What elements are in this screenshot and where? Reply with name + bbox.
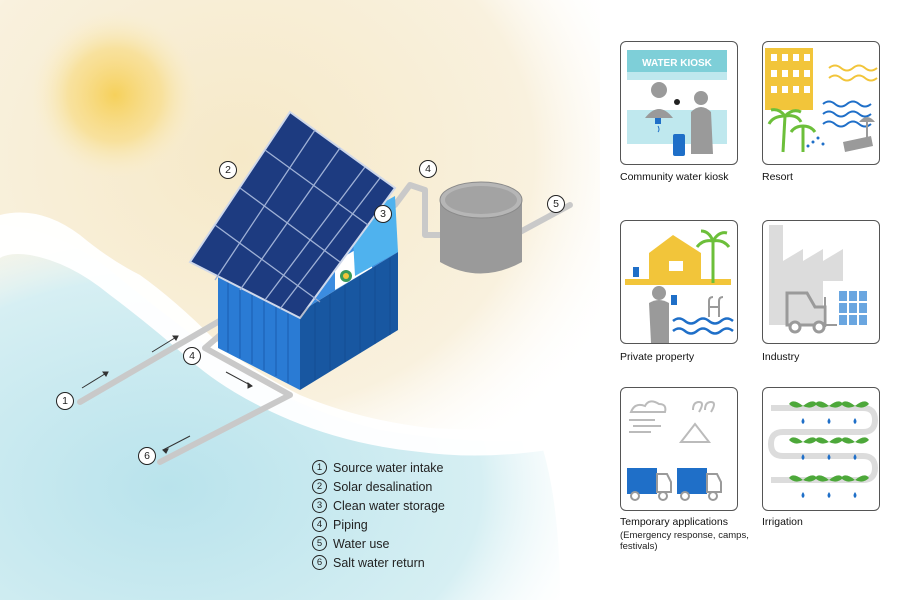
caption-temporary-applications: Temporary applications	[620, 516, 728, 528]
legend-item: 1 Source water intake	[312, 458, 445, 477]
flow-arrows	[81, 335, 253, 454]
caption-private-property: Private property	[620, 351, 695, 363]
legend-number: 4	[312, 517, 327, 532]
kiosk-sign-text: WATER KIOSK	[642, 58, 713, 69]
legend-number: 6	[312, 555, 327, 570]
tile-irrigation	[762, 387, 880, 511]
callout-water-use: 5	[547, 195, 565, 213]
tile-industry	[762, 220, 880, 344]
industry-icon	[769, 225, 867, 334]
caption-industry: Industry	[762, 351, 800, 363]
legend-item: 5 Water use	[312, 534, 445, 553]
legend-item: 4 Piping	[312, 515, 445, 534]
tile-community-water-kiosk: WATER KIOSK	[620, 41, 738, 165]
private-property-icon	[625, 229, 734, 343]
legend-label: Clean water storage	[333, 498, 445, 513]
callout-clean-water-storage: 3	[374, 205, 392, 223]
solar-panel	[188, 110, 397, 320]
caption-community-water-kiosk: Community water kiosk	[620, 171, 729, 183]
tile-resort	[762, 41, 880, 165]
caption-resort: Resort	[762, 171, 793, 183]
legend-number: 2	[312, 479, 327, 494]
legend-label: Solar desalination	[333, 479, 433, 494]
caption-irrigation: Irrigation	[762, 516, 803, 528]
temporary-applications-icon	[627, 400, 722, 501]
callout-solar-desalination: 2	[219, 161, 237, 179]
storage-tank	[439, 181, 523, 274]
water-kiosk-icon: WATER KIOSK	[627, 50, 727, 156]
irrigation-icon	[767, 401, 879, 498]
resort-icon	[765, 48, 878, 153]
caption-temporary-applications-sub: (Emergency response, camps, festivals)	[620, 530, 749, 552]
scene-shading	[300, 252, 398, 390]
legend-number: 1	[312, 460, 327, 475]
legend-label: Salt water return	[333, 555, 425, 570]
legend-item: 3 Clean water storage	[312, 496, 445, 515]
legend-label: Source water intake	[333, 460, 444, 475]
legend-item: 2 Solar desalination	[312, 477, 445, 496]
legend: 1 Source water intake 2 Solar desalinati…	[312, 458, 445, 572]
callout-piping-upper: 4	[419, 160, 437, 178]
legend-label: Piping	[333, 517, 368, 532]
tile-private-property	[620, 220, 738, 344]
tile-temporary-applications	[620, 387, 738, 511]
legend-item: 6 Salt water return	[312, 553, 445, 572]
callout-source-intake: 1	[56, 392, 74, 410]
legend-number: 3	[312, 498, 327, 513]
legend-number: 5	[312, 536, 327, 551]
callout-salt-water-return: 6	[138, 447, 156, 465]
legend-label: Water use	[333, 536, 390, 551]
sun	[30, 10, 200, 180]
surf	[0, 212, 548, 456]
callout-piping-lower: 4	[183, 347, 201, 365]
